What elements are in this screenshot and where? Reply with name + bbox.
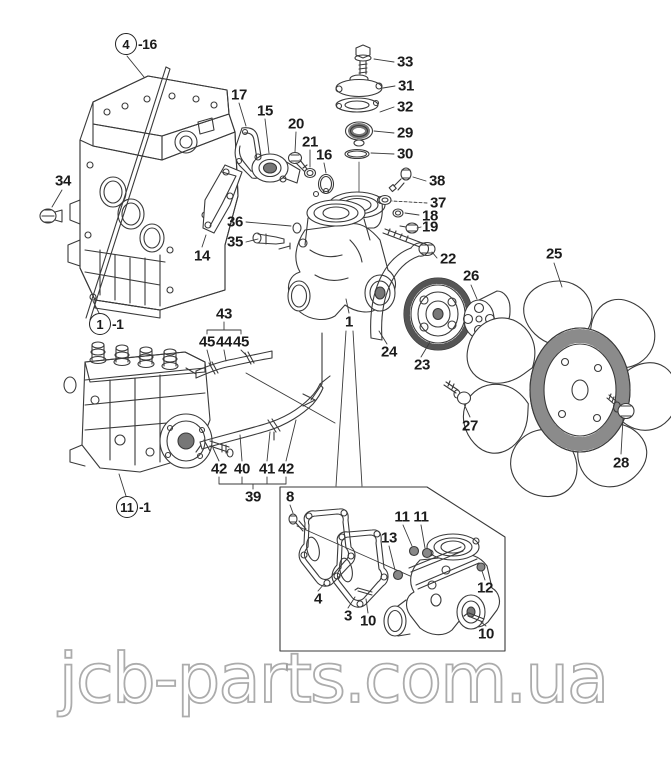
washer-37 xyxy=(378,194,392,206)
part-label-3: 3 xyxy=(343,607,353,625)
part-label-22: 22 xyxy=(439,250,457,268)
part-label-38: 38 xyxy=(428,172,446,190)
part-label-11: 11 xyxy=(413,508,429,526)
part-label-8: 8 xyxy=(285,488,295,506)
bolt-20 xyxy=(287,151,308,172)
part-label-41: 41 xyxy=(258,460,276,478)
bolt-19 xyxy=(399,222,419,234)
part-label-45: 45 xyxy=(198,333,216,351)
engine-block xyxy=(67,66,239,321)
assembly-ref-suffix: -1 xyxy=(112,316,124,332)
part-label-21: 21 xyxy=(301,133,319,151)
inset-detail-box xyxy=(279,486,506,652)
bracket-14 xyxy=(202,164,243,234)
inlet-housing-15 xyxy=(251,153,301,184)
inset-cap-13 xyxy=(392,569,404,581)
belt-24 xyxy=(370,242,429,341)
inset-pump-body xyxy=(383,533,501,637)
hose-43-assembly xyxy=(185,350,273,379)
part-label-36: 36 xyxy=(226,213,244,231)
part-label-10: 10 xyxy=(477,625,495,643)
part-label-15: 15 xyxy=(256,102,274,120)
part-label-28: 28 xyxy=(612,454,630,472)
part-label-26: 26 xyxy=(462,267,480,285)
part-label-31: 31 xyxy=(397,77,415,95)
inset-nut-11a xyxy=(408,545,420,557)
sensor-35 xyxy=(252,232,285,245)
part-label-43: 43 xyxy=(215,305,233,323)
part-label-12: 12 xyxy=(476,579,494,597)
leader-lines xyxy=(51,55,624,627)
part-label-27: 27 xyxy=(461,417,479,435)
part-label-14: 14 xyxy=(193,247,211,265)
fuel-injection-pump xyxy=(63,341,234,473)
assembly-ref-suffix: -16 xyxy=(138,36,157,52)
thermostat-stack xyxy=(335,44,383,197)
assembly-ref-4: 4-16 xyxy=(115,33,157,55)
assembly-ref-circle: 11 xyxy=(116,496,138,518)
bolt-28 xyxy=(606,393,635,420)
part-label-40: 40 xyxy=(233,460,251,478)
part-label-10: 10 xyxy=(359,612,377,630)
part-label-34: 34 xyxy=(54,172,72,190)
part-label-19: 19 xyxy=(421,218,439,236)
part-label-37: 37 xyxy=(429,194,447,212)
part-label-29: 29 xyxy=(396,124,414,142)
dipstick-rod xyxy=(85,66,171,321)
part-label-24: 24 xyxy=(380,343,398,361)
inset-pin-10a xyxy=(354,587,373,596)
part-label-13: 13 xyxy=(380,529,398,547)
inset-nut-12 xyxy=(476,562,486,572)
part-label-18: 18 xyxy=(421,207,439,225)
assembly-ref-circle: 4 xyxy=(115,33,137,55)
pulley-23 xyxy=(403,277,473,351)
assembly-ref-1: 1-1 xyxy=(89,313,124,335)
part-label-39: 39 xyxy=(244,488,262,506)
hose-39-assembly xyxy=(195,332,336,453)
part-label-35: 35 xyxy=(226,233,244,251)
assembly-ref-11: 11-1 xyxy=(116,496,151,518)
assembly-ref-suffix: -1 xyxy=(139,499,151,515)
part-label-17: 17 xyxy=(230,86,248,104)
part-label-20: 20 xyxy=(287,115,305,133)
part-label-4: 4 xyxy=(313,590,323,608)
part-label-16: 16 xyxy=(315,146,333,164)
water-pump-assembly xyxy=(278,187,397,321)
part-label-42: 42 xyxy=(277,460,295,478)
part-label-42: 42 xyxy=(210,460,228,478)
cooling-fan-25 xyxy=(453,277,671,507)
part-label-45: 45 xyxy=(232,333,250,351)
part-label-30: 30 xyxy=(396,145,414,163)
inset-nut-11b xyxy=(421,547,433,559)
part-label-1: 1 xyxy=(344,313,354,331)
inset-pin-10b xyxy=(463,612,485,623)
part-label-25: 25 xyxy=(545,245,563,263)
nut-18 xyxy=(392,208,404,218)
nut-21 xyxy=(303,167,317,179)
part-label-23: 23 xyxy=(413,356,431,374)
part-label-44: 44 xyxy=(215,333,233,351)
plug-34 xyxy=(39,208,63,224)
sensor-38 xyxy=(388,167,412,193)
assembly-ref-circle: 1 xyxy=(89,313,111,335)
part-label-33: 33 xyxy=(396,53,414,71)
part-label-11: 11 xyxy=(394,508,410,526)
part-label-32: 32 xyxy=(396,98,414,116)
inset-bolt-8 xyxy=(288,513,307,532)
